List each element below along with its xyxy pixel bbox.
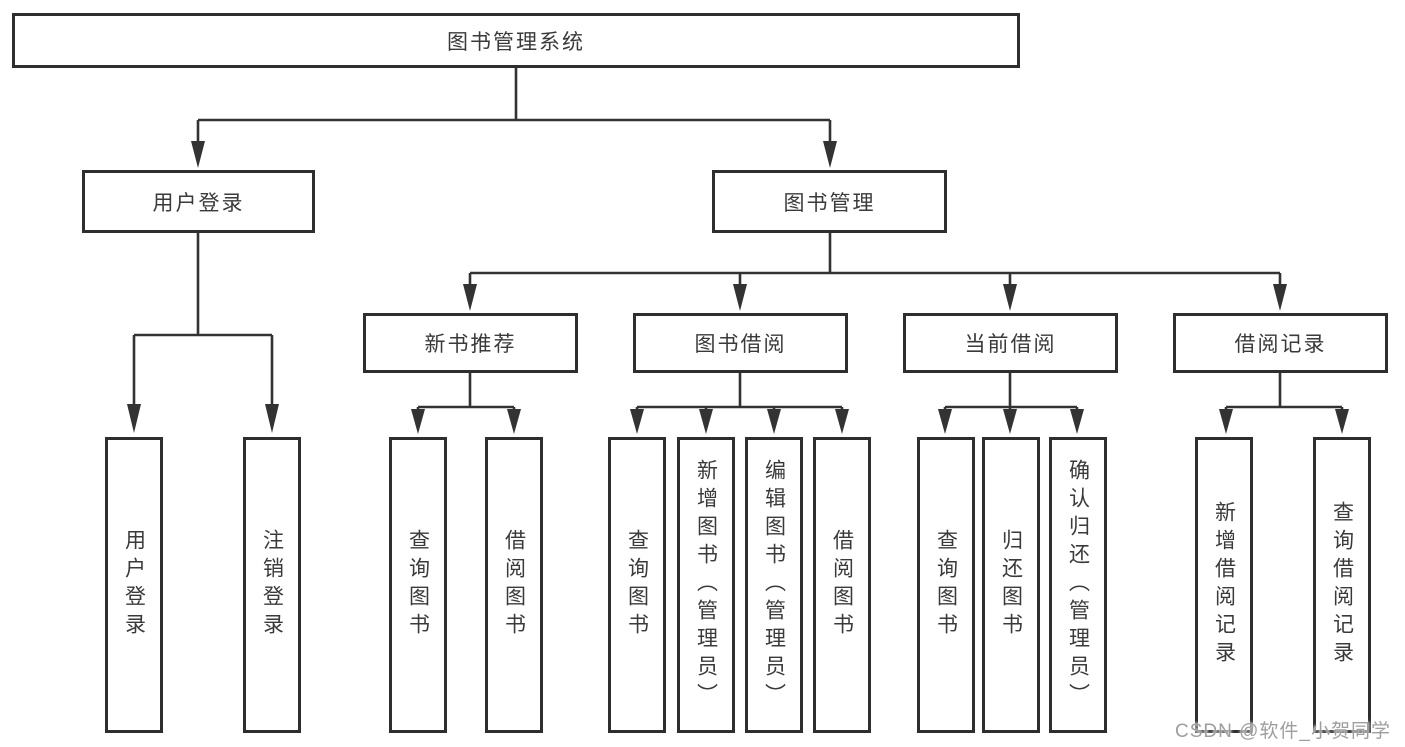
node-user-login: 用户登录 [82, 170, 315, 233]
arrowheads [127, 141, 1349, 434]
leaf-current-return-books: 归还图书 [982, 437, 1040, 733]
leaf-borrowing-query-books: 查询图书 [608, 437, 666, 733]
leaf-newbooks-query-books-label: 查询图书 [406, 529, 430, 641]
node-new-book-recommendation: 新书推荐 [363, 313, 578, 373]
leaf-borrowing-borrow-books-label: 借阅图书 [830, 529, 854, 641]
leaf-borrowing-edit-books-admin-label: 编辑图书（管理员） [762, 459, 786, 711]
leaf-borrowing-add-books-admin-label: 新增图书（管理员） [694, 459, 718, 711]
leaf-borrowing-edit-books-admin: 编辑图书（管理员） [745, 437, 803, 733]
node-new-book-recommendation-label: 新书推荐 [424, 333, 517, 356]
leaf-borrowing-add-books-admin: 新增图书（管理员） [677, 437, 735, 733]
leaf-newbooks-query-books: 查询图书 [389, 437, 447, 733]
leaf-current-return-books-label: 归还图书 [999, 529, 1023, 641]
node-book-borrowing: 图书借阅 [633, 313, 848, 373]
node-book-management: 图书管理 [712, 170, 947, 233]
leaf-logout-label: 注销登录 [260, 529, 284, 641]
leaf-records-query-record: 查询借阅记录 [1313, 437, 1371, 733]
leaf-logout: 注销登录 [243, 437, 301, 733]
node-library-system-label: 图书管理系统 [447, 30, 585, 54]
node-book-borrowing-label: 图书借阅 [694, 333, 787, 356]
leaf-user-login: 用户登录 [105, 437, 163, 733]
node-library-system: 图书管理系统 [12, 13, 1020, 68]
leaf-user-login-label: 用户登录 [122, 529, 146, 641]
leaf-borrowing-borrow-books: 借阅图书 [813, 437, 871, 733]
leaf-newbooks-borrow-books: 借阅图书 [485, 437, 543, 733]
node-borrowing-records-label: 借阅记录 [1234, 333, 1327, 356]
leaf-records-add-record-label: 新增借阅记录 [1212, 501, 1236, 669]
node-current-borrowing-label: 当前借阅 [964, 333, 1057, 356]
leaf-records-add-record: 新增借阅记录 [1195, 437, 1253, 733]
leaf-borrowing-query-books-label: 查询图书 [625, 529, 649, 641]
leaf-current-query-books-label: 查询图书 [934, 529, 958, 641]
leaf-current-confirm-return-admin: 确认归还（管理员） [1049, 437, 1107, 733]
node-user-login-label: 用户登录 [152, 191, 245, 215]
leaf-current-query-books: 查询图书 [917, 437, 975, 733]
node-book-management-label: 图书管理 [783, 191, 876, 215]
leaf-newbooks-borrow-books-label: 借阅图书 [502, 529, 526, 641]
csdn-watermark: CSDN @软件_小贺同学 [1175, 721, 1391, 742]
leaf-current-confirm-return-admin-label: 确认归还（管理员） [1066, 459, 1090, 711]
leaf-records-query-record-label: 查询借阅记录 [1330, 501, 1354, 669]
node-borrowing-records: 借阅记录 [1173, 313, 1388, 373]
node-current-borrowing: 当前借阅 [903, 313, 1118, 373]
